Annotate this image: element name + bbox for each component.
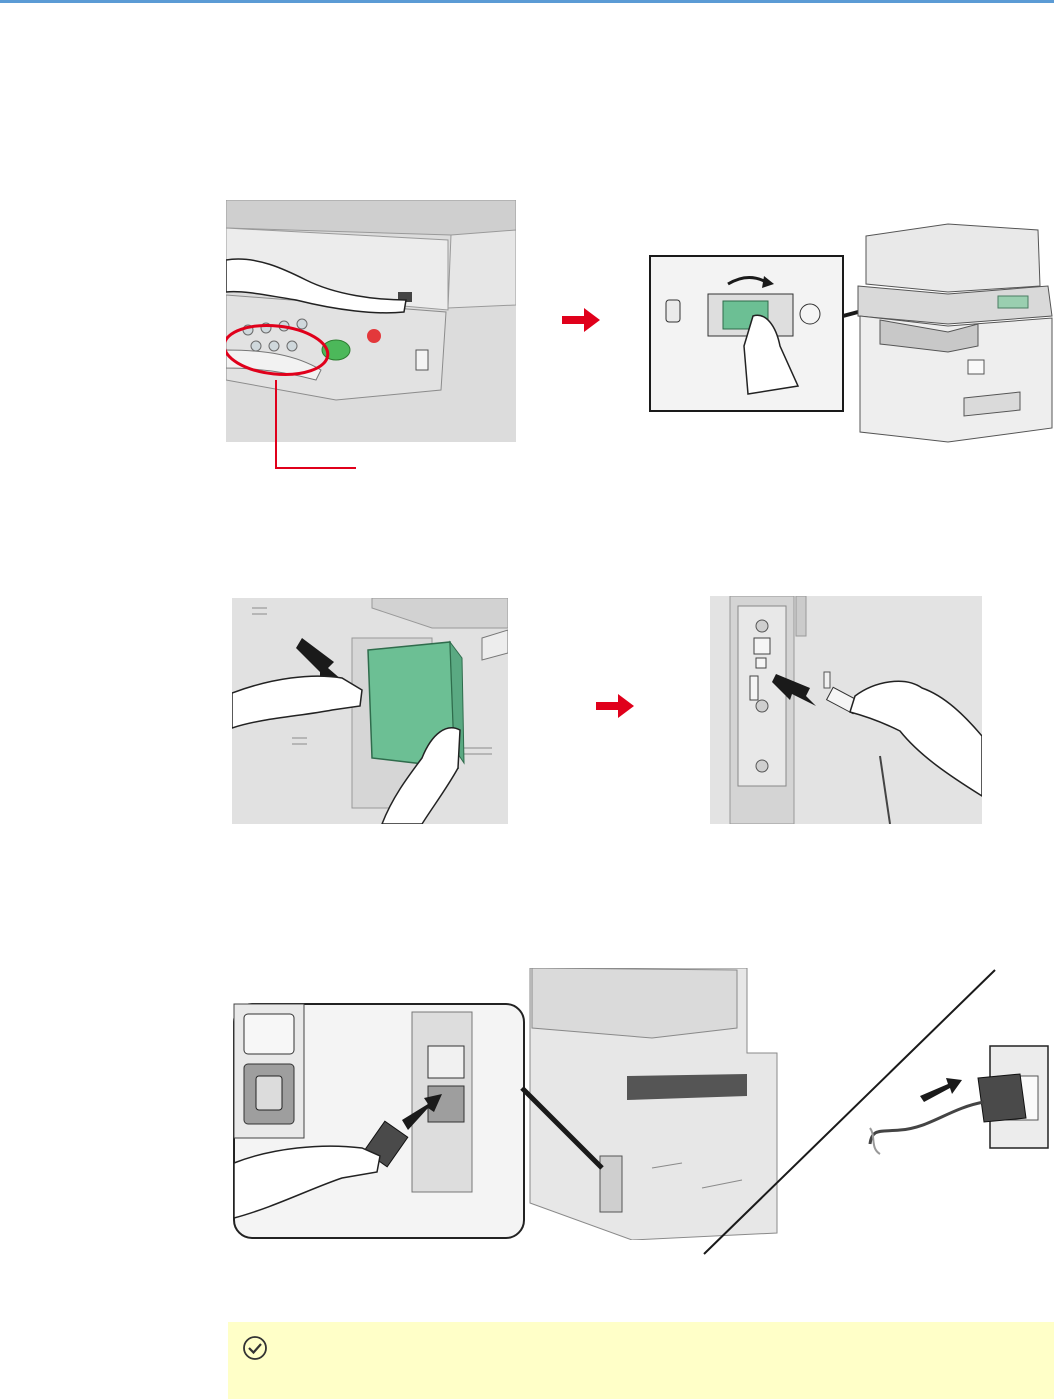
step1-arrow-icon (562, 308, 600, 332)
step2-arrow-icon (596, 694, 634, 718)
note-box (228, 1322, 1054, 1399)
checkmark-circle-icon (242, 1335, 268, 1361)
remove-cover-illustration (232, 598, 508, 824)
top-rule (0, 0, 1054, 3)
outlet-illustration (700, 968, 1054, 1258)
usb-connect-illustration (710, 596, 982, 824)
power-switch-illustration (648, 216, 1054, 446)
operation-panel-illustration (226, 200, 516, 475)
